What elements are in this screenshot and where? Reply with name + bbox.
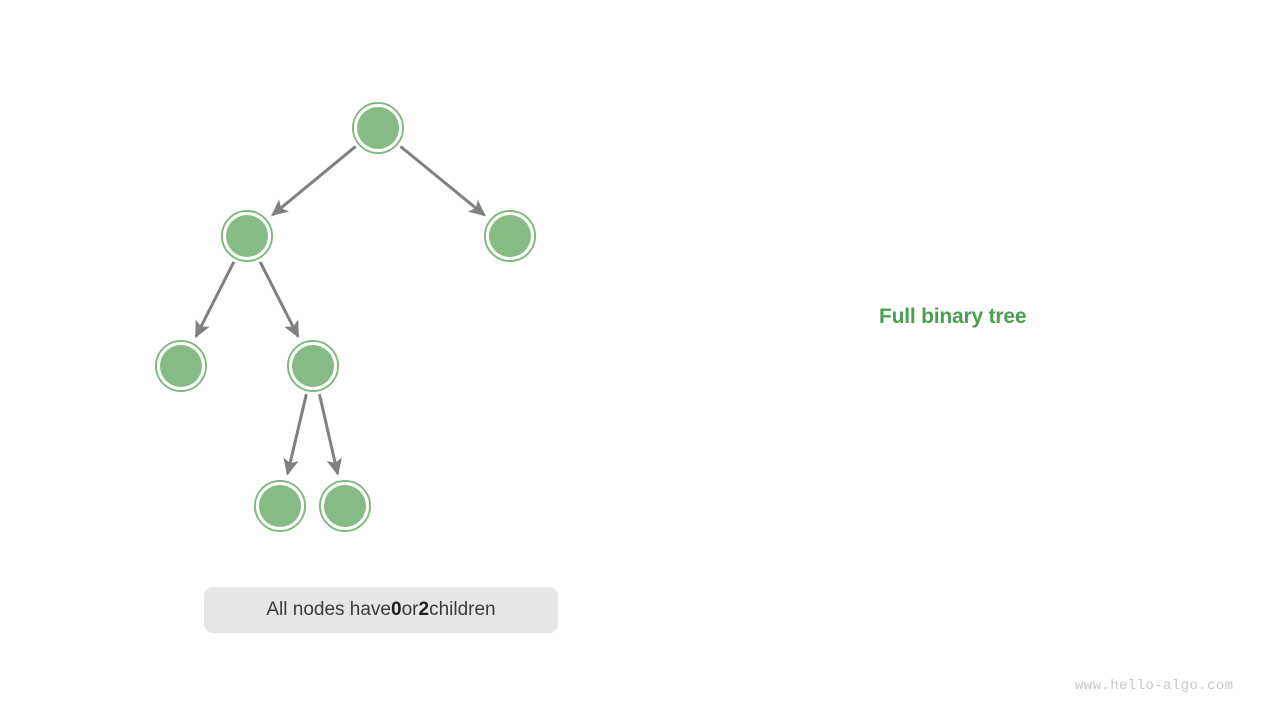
caption-box: All nodes have 0 or 2 children xyxy=(204,587,558,633)
tree-edge xyxy=(258,261,300,339)
tree-node xyxy=(484,210,536,262)
tree-node-ring xyxy=(484,210,536,262)
tree-node-ring xyxy=(287,340,339,392)
tree-edge xyxy=(194,261,236,339)
tree-node-gap xyxy=(353,103,403,153)
tree-node xyxy=(352,102,404,154)
tree-node xyxy=(155,340,207,392)
tree-edge xyxy=(271,145,357,217)
tree-node-gap xyxy=(255,481,305,531)
tree-node-fill xyxy=(226,215,268,257)
tree-node-ring xyxy=(155,340,207,392)
tree-node xyxy=(287,340,339,392)
tree-node-ring xyxy=(319,480,371,532)
caption-bold-two: 2 xyxy=(418,599,430,620)
tree-node-fill xyxy=(292,345,334,387)
tree-node-fill xyxy=(160,345,202,387)
tree-node-layer xyxy=(155,102,536,532)
tree-node-gap xyxy=(222,211,272,261)
caption-middle: or xyxy=(401,599,419,620)
tree-edge xyxy=(399,145,486,217)
tree-node xyxy=(319,480,371,532)
caption-suffix: children xyxy=(429,599,496,620)
tree-node-gap xyxy=(288,341,338,391)
tree-node-gap xyxy=(320,481,370,531)
tree-node-gap xyxy=(485,211,535,261)
tree-node-ring xyxy=(221,210,273,262)
caption-bold-zero: 0 xyxy=(391,599,402,620)
tree-node xyxy=(254,480,306,532)
caption-prefix: All nodes have xyxy=(266,599,392,620)
tree-edge xyxy=(283,393,308,476)
site-watermark: www.hello-algo.com xyxy=(1075,678,1234,694)
tree-node-fill xyxy=(324,485,366,527)
tree-node-fill xyxy=(357,107,399,149)
tree-node-ring xyxy=(352,102,404,154)
tree-node-fill xyxy=(259,485,301,527)
tree-node xyxy=(221,210,273,262)
page-title: Full binary tree xyxy=(879,305,1027,328)
tree-node-ring xyxy=(254,480,306,532)
tree-edge-layer xyxy=(194,145,486,476)
tree-node-fill xyxy=(489,215,531,257)
tree-edge xyxy=(317,393,342,476)
tree-node-gap xyxy=(156,341,206,391)
